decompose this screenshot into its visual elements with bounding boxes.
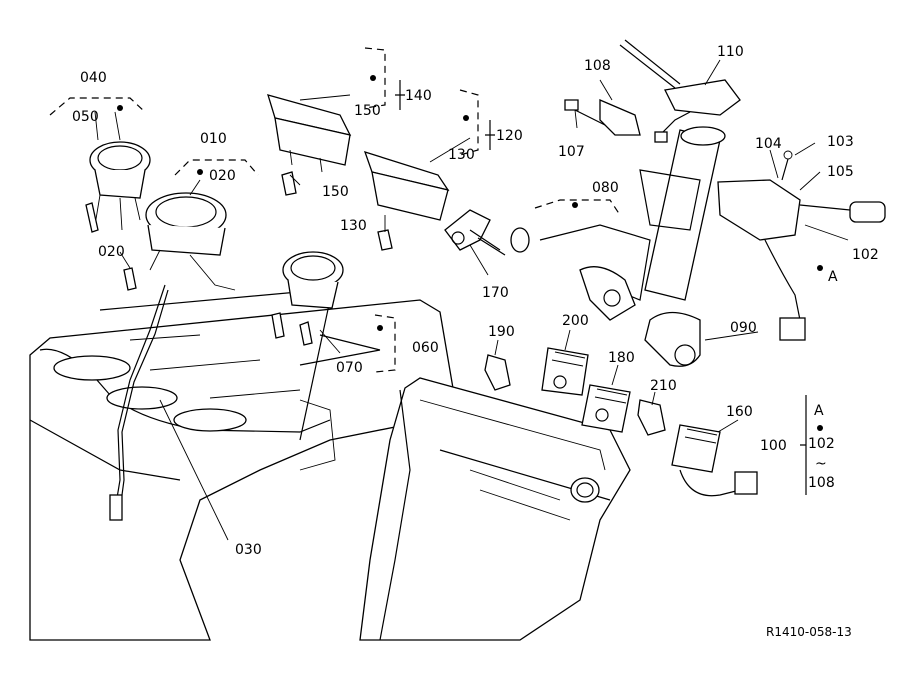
bracket-150-dot bbox=[370, 75, 376, 81]
bracket-050-dot bbox=[117, 105, 123, 111]
group-a-marker bbox=[817, 425, 823, 431]
callout-150-lower: 150 bbox=[322, 184, 349, 200]
callout-a-upper: A bbox=[828, 269, 838, 285]
callout-107: 107 bbox=[558, 144, 585, 160]
callout-090: 090 bbox=[730, 320, 757, 336]
switch-150 bbox=[267, 94, 352, 196]
switch-190 bbox=[484, 354, 511, 391]
callout-108: 108 bbox=[584, 58, 611, 74]
callout-020-upper: 020 bbox=[209, 168, 236, 184]
switch-160 bbox=[671, 424, 758, 497]
lever-switch-102 bbox=[717, 150, 886, 341]
gauge-050 bbox=[85, 141, 151, 233]
callout-160: 160 bbox=[726, 404, 753, 420]
bracket-130-dot bbox=[463, 115, 469, 121]
callout-040: 040 bbox=[80, 70, 107, 86]
callout-170: 170 bbox=[482, 285, 509, 301]
switch-130 bbox=[363, 150, 450, 251]
switch-210 bbox=[637, 399, 666, 436]
right-console bbox=[359, 377, 631, 641]
dashboard-panel bbox=[29, 289, 456, 641]
switch-180 bbox=[581, 384, 631, 433]
callout-050: 050 bbox=[72, 109, 99, 125]
callout-labels: 040 050 010 020 020 150 140 150 130 120 … bbox=[72, 44, 879, 639]
ignition-switch-080 bbox=[510, 224, 651, 321]
point-a-marker bbox=[817, 265, 823, 271]
cable-030 bbox=[109, 284, 169, 521]
key-170 bbox=[444, 209, 506, 256]
callout-108-lower: 108 bbox=[808, 475, 835, 491]
callout-104: 104 bbox=[755, 136, 782, 152]
combination-switch-110 bbox=[619, 39, 741, 143]
callout-130-upper: 130 bbox=[448, 147, 475, 163]
callout-102-upper: 102 bbox=[852, 247, 879, 263]
group-brackets bbox=[49, 47, 807, 495]
bracket-080-dot bbox=[572, 202, 578, 208]
callout-010: 010 bbox=[200, 131, 227, 147]
callout-030: 030 bbox=[235, 542, 262, 558]
callout-140: 140 bbox=[405, 88, 432, 104]
cover-090 bbox=[644, 311, 701, 367]
bracket-060-dot bbox=[377, 325, 383, 331]
callout-180: 180 bbox=[608, 350, 635, 366]
callout-130-lower: 130 bbox=[340, 218, 367, 234]
callout-190: 190 bbox=[488, 324, 515, 340]
leader-lines bbox=[94, 59, 849, 541]
callout-103: 103 bbox=[827, 134, 854, 150]
callout-200: 200 bbox=[562, 313, 589, 329]
switch-200 bbox=[541, 347, 589, 396]
callout-150-upper: 150 bbox=[354, 103, 381, 119]
callout-120: 120 bbox=[496, 128, 523, 144]
gauge-010 bbox=[123, 192, 236, 291]
callout-105: 105 bbox=[827, 164, 854, 180]
callout-070: 070 bbox=[336, 360, 363, 376]
bracket-108 bbox=[564, 99, 641, 136]
callout-110: 110 bbox=[717, 44, 744, 60]
bracket-020-dot bbox=[197, 169, 203, 175]
reference-code: R1410-058-13 bbox=[766, 625, 852, 639]
gauge-060 bbox=[271, 251, 344, 346]
callout-a-lower: A bbox=[814, 403, 824, 419]
callout-080: 080 bbox=[592, 180, 619, 196]
callout-060: 060 bbox=[412, 340, 439, 356]
callout-tilde: ~ bbox=[815, 456, 827, 472]
callout-210: 210 bbox=[650, 378, 677, 394]
callout-100: 100 bbox=[760, 438, 787, 454]
callout-020-lower: 020 bbox=[98, 244, 125, 260]
callout-102-lower: 102 bbox=[808, 436, 835, 452]
steering-column bbox=[639, 126, 726, 301]
